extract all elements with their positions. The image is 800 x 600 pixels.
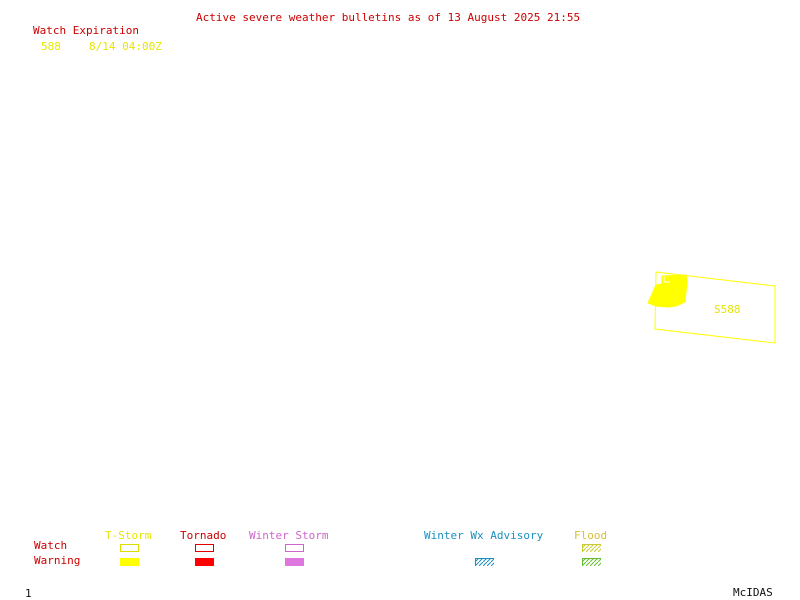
frame-number: 1: [25, 587, 32, 600]
legend-watch-row-label: Watch: [34, 539, 68, 552]
county-line: [663, 276, 670, 283]
legend-tstorm-label: T-Storm: [105, 529, 152, 542]
legend-tstorm-watch-swatch: [120, 544, 139, 552]
legend-flood-warning-swatch: [582, 558, 601, 566]
watch-588-polygon[interactable]: [654, 271, 776, 344]
watch-expiration-heading: Watch Expiration: [33, 24, 139, 37]
legend-tornado-label: Tornado: [180, 529, 227, 542]
watch-588-label: S588: [714, 303, 741, 316]
mcidas-brand: McIDAS: [733, 586, 773, 599]
legend-winter-wx-advisory-label: Winter Wx Advisory: [424, 529, 544, 542]
legend-tornado-watch-swatch: [195, 544, 214, 552]
legend-tornado-warning-swatch: [195, 558, 214, 566]
tstorm-warning-polygon[interactable]: [647, 274, 688, 308]
watch-id: 588: [41, 40, 61, 53]
legend-flood-watch-swatch: [582, 544, 601, 552]
legend-winter-wx-advisory-swatch: [475, 558, 494, 566]
legend-tstorm-warning-swatch: [120, 558, 139, 566]
legend-winter-storm-watch-swatch: [285, 544, 304, 552]
legend-winter-storm-warning-swatch: [285, 558, 304, 566]
legend-warning-row-label: Warning: [34, 554, 81, 567]
watch-expiration-time: 8/14 04:00Z: [89, 40, 162, 53]
legend-flood-label: Flood: [574, 529, 608, 542]
legend-winter-storm-label: Winter Storm: [249, 529, 329, 542]
bulletin-title: Active severe weather bulletins as of 13…: [196, 11, 581, 24]
